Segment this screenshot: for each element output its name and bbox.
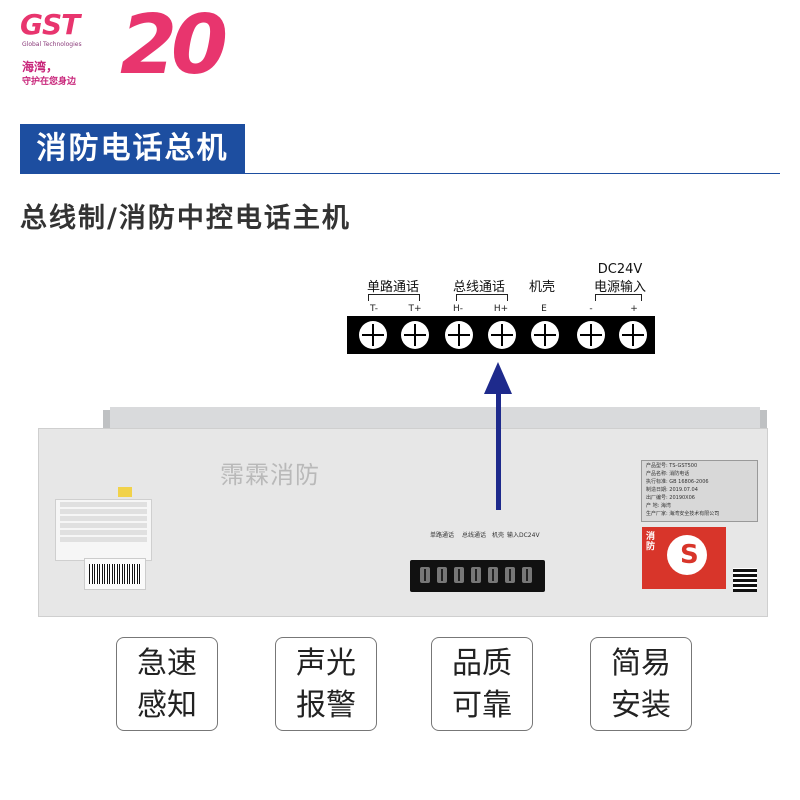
terminal-group-single-bracket xyxy=(368,294,420,301)
feature-line: 简易 xyxy=(611,646,671,681)
terminal-screw-icon xyxy=(619,321,647,349)
panel-label-single: 单路通话 xyxy=(430,532,455,539)
terminal-group-power-bracket xyxy=(595,294,642,301)
terminal-screw-icon xyxy=(445,321,473,349)
logo-brand-text: GST xyxy=(20,8,80,41)
terminal-screw-icon xyxy=(401,321,429,349)
terminal-strip-diagram xyxy=(347,316,655,354)
terminal-group-power-label: 电源输入 xyxy=(593,280,646,295)
feature-line: 声光 xyxy=(296,646,356,681)
logo-subtext: Global Technologies xyxy=(22,41,82,48)
brand-logo: GST Global Technologies 海湾， 守护在您身边 20 xyxy=(20,0,228,93)
terminal-group-case-label: 机壳 xyxy=(528,280,555,295)
feature-line: 安装 xyxy=(611,688,671,723)
watermark-text: 霈霖消防 xyxy=(220,461,320,489)
terminal-group-bus-bracket xyxy=(456,294,508,301)
qr-code-icon xyxy=(733,568,757,592)
feature-card-alarm: 声光 报警 xyxy=(275,637,377,731)
terminal-sign: - xyxy=(589,304,593,314)
page-subtitle: 总线制/消防中控电话主机 xyxy=(20,203,351,234)
qc-sticker xyxy=(118,487,132,497)
terminal-group-single-label: 单路通话 xyxy=(366,280,419,295)
terminal-sign: H+ xyxy=(493,304,509,314)
terminal-sign: E xyxy=(541,304,547,314)
feature-card-fast: 急速 感知 xyxy=(116,637,218,731)
terminal-screw-icon xyxy=(488,321,516,349)
arrow-shaft xyxy=(496,392,501,510)
fire-logo-icon xyxy=(667,535,707,575)
nameplate-line: 产品型号: TS-GST500 xyxy=(646,463,698,469)
terminal-screw-icon xyxy=(359,321,387,349)
panel-label-bus: 总线通话 xyxy=(462,532,487,539)
nameplate-line: 产 地: 海湾 xyxy=(646,503,671,509)
nameplate-line: 生产厂家: 海湾安全技术有限公司 xyxy=(646,511,720,517)
feature-card-install: 简易 安装 xyxy=(590,637,692,731)
nameplate-line: 制造日期: 2019.07.04 xyxy=(646,487,698,493)
logo-tagline-1: 海湾， xyxy=(22,60,59,74)
device-top-panel xyxy=(110,407,760,429)
logo-anniversary-number: 20 xyxy=(120,0,228,93)
panel-label-case: 机壳 xyxy=(492,532,505,539)
terminal-group-power-voltage: DC24V xyxy=(597,262,643,277)
terminal-sign: T+ xyxy=(408,304,422,314)
nameplate-line: 执行标准: GB 16806-2006 xyxy=(646,479,709,485)
terminal-screw-icon xyxy=(531,321,559,349)
fire-logo-letter: S xyxy=(680,540,699,570)
arrow-up-icon xyxy=(484,362,512,394)
nameplate-line: 产品名称: 消防电话 xyxy=(646,471,690,477)
feature-card-quality: 品质 可靠 xyxy=(431,637,533,731)
feature-line: 报警 xyxy=(296,688,356,723)
logo-tagline-2: 守护在您身边 xyxy=(22,77,77,87)
fire-badge-text: 消防 xyxy=(646,532,656,552)
feature-line: 急速 xyxy=(137,646,197,681)
terminal-group-bus-label: 总线通话 xyxy=(452,280,505,295)
barcode-label xyxy=(84,558,146,590)
title-divider xyxy=(20,173,780,174)
feature-line: 感知 xyxy=(137,688,197,723)
nameplate-line: 出厂编号: 20190X06 xyxy=(646,495,695,501)
panel-label-power: 输入DC24V xyxy=(507,532,540,539)
page-title: 消防电话总机 xyxy=(20,124,245,174)
terminal-sign: + xyxy=(630,304,638,314)
terminal-sign: T- xyxy=(370,304,378,314)
terminal-block xyxy=(410,560,545,592)
nameplate: 产品型号: TS-GST500 产品名称: 消防电话 执行标准: GB 1680… xyxy=(641,460,758,522)
feature-line: 品质 xyxy=(452,646,512,681)
terminal-screw-icon xyxy=(577,321,605,349)
product-label-sticker xyxy=(55,499,152,561)
terminal-sign: H- xyxy=(452,304,463,314)
feature-line: 可靠 xyxy=(452,688,512,723)
